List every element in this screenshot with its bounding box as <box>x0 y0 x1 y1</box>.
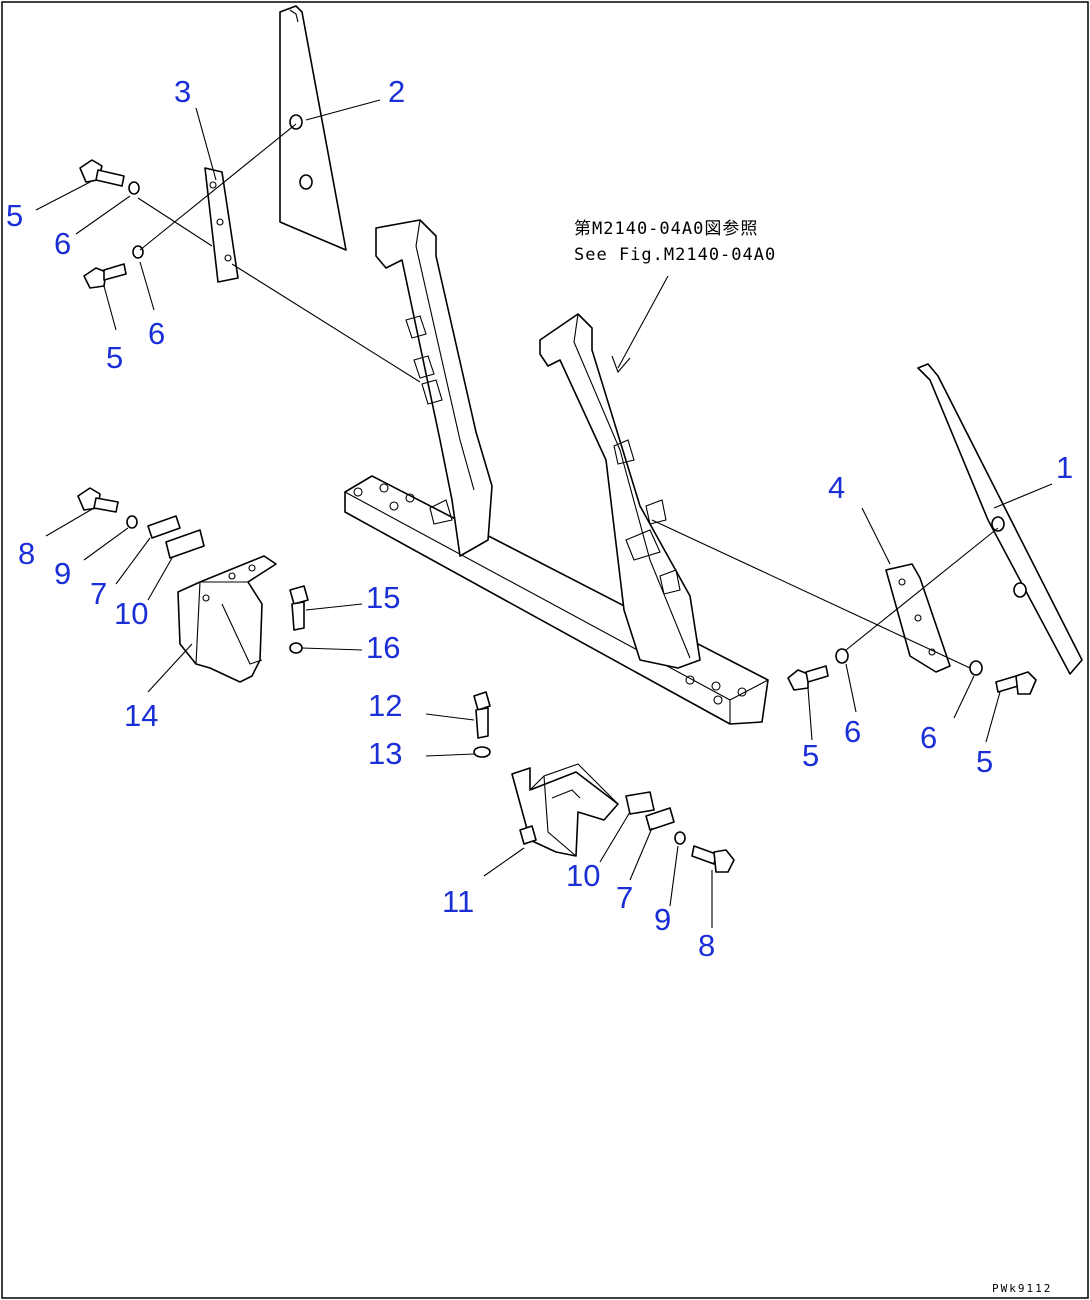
callout-5-left-upper: 5 <box>6 198 23 233</box>
bolt-5-left-upper <box>79 159 125 187</box>
part-3-left-bracket <box>204 167 239 283</box>
washer-6-right-left <box>835 648 849 664</box>
plate-7-left <box>147 515 181 539</box>
callout-4: 4 <box>828 470 845 505</box>
reference-note-japanese: 第M2140-04A0図参照 <box>574 219 758 239</box>
callout-7-right: 7 <box>616 880 633 915</box>
callout-2: 2 <box>388 74 405 109</box>
callout-6-left-upper: 6 <box>54 226 71 261</box>
callout-5-right-left: 5 <box>802 738 819 773</box>
bolt-5-left-lower <box>83 263 127 289</box>
washer-6-left-upper <box>128 181 140 195</box>
part-2-left-plate <box>279 5 347 251</box>
washer-6-right-right <box>969 660 983 676</box>
main-frame <box>344 219 769 725</box>
bolt-8-right <box>691 845 735 873</box>
callout-6-left-lower: 6 <box>148 316 165 351</box>
washer-9-right <box>674 831 686 845</box>
callout-9-right: 9 <box>654 902 671 937</box>
drawing-code: PWk9112 <box>992 1282 1052 1295</box>
washer-16 <box>289 642 303 654</box>
callout-1: 1 <box>1056 450 1073 485</box>
cover-11 <box>511 763 619 857</box>
part-4-right-bracket <box>885 563 951 673</box>
callout-5-right-right: 5 <box>976 744 993 779</box>
bolt-12 <box>473 691 491 739</box>
part-1-right-plate <box>917 363 1083 675</box>
cover-14 <box>177 555 277 683</box>
plate-10-right <box>625 791 655 815</box>
callout-16: 16 <box>366 630 400 665</box>
callout-10-left: 10 <box>114 596 148 631</box>
callout-7-left: 7 <box>90 576 107 611</box>
reference-leader <box>617 275 669 369</box>
bolt-5-right-right <box>995 671 1037 695</box>
callout-9-left: 9 <box>54 556 71 591</box>
washer-9-left <box>126 515 138 529</box>
callout-11: 11 <box>442 884 474 919</box>
callout-6-right-left: 6 <box>844 714 861 749</box>
reference-arrow <box>611 355 631 374</box>
assembly-lines <box>137 123 999 669</box>
callout-5-left-lower: 5 <box>106 340 123 375</box>
bolt-8-left <box>77 487 119 513</box>
bolt-5-right-left <box>787 665 829 691</box>
plate-10-left <box>165 529 205 559</box>
callout-6-right-right: 6 <box>920 720 937 755</box>
callout-3: 3 <box>174 74 191 109</box>
bolt-15 <box>289 585 309 631</box>
callout-8-right: 8 <box>698 928 715 963</box>
washer-6-left-lower <box>132 245 144 259</box>
plate-7-right <box>645 807 675 831</box>
callout-13: 13 <box>368 736 402 771</box>
callout-10-right: 10 <box>566 858 600 893</box>
callout-8-left: 8 <box>18 536 35 571</box>
washer-13 <box>473 746 491 758</box>
callout-leaders <box>35 99 1053 928</box>
callout-14: 14 <box>124 698 158 733</box>
callout-12: 12 <box>368 688 402 723</box>
callout-15: 15 <box>366 580 400 615</box>
reference-note-english: See Fig.M2140-04A0 <box>574 245 776 265</box>
